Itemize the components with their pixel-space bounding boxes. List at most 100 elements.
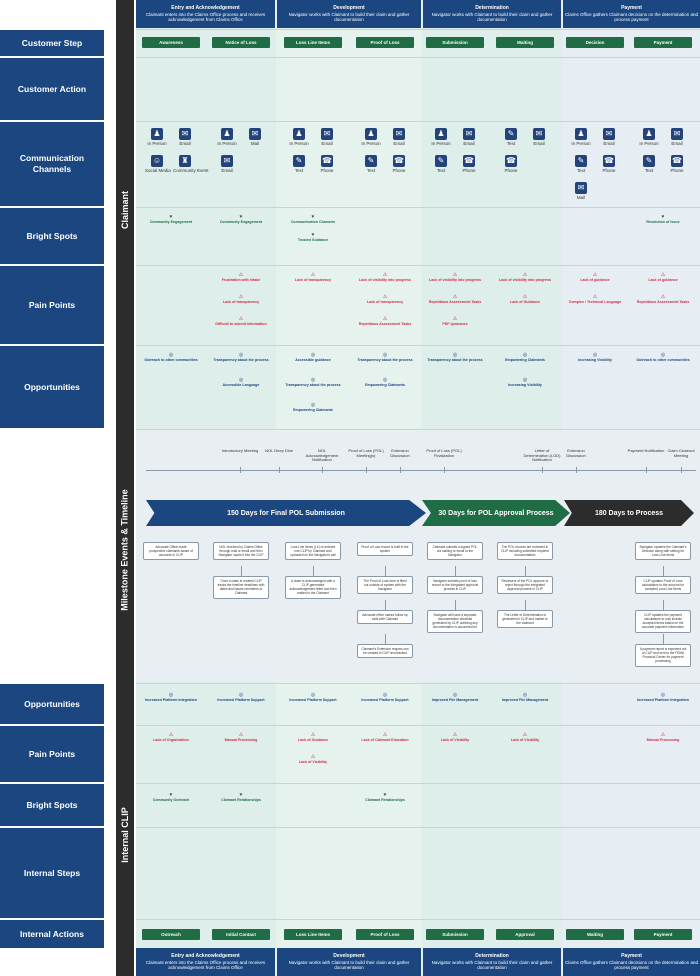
pain-item: ⚠Manual Processing [209,732,273,742]
social-media-channel: ☺Social Media [145,155,171,173]
pain-title: PDF ignorance [442,322,468,326]
text-icon: ✎ [293,155,305,167]
pain-point-icon: ⚠ [660,294,666,300]
channel-label: Email [179,141,191,146]
opp-title: Increased Platform Support [217,698,265,702]
process-step-box: The POL records are reviewed in CLIP inc… [497,542,553,561]
step-submission: Submission [426,37,484,48]
channel-label: Phone [392,168,406,173]
opp-item: ◎Increasing Visibility [563,352,627,362]
pain-point-icon: ⚠ [522,732,528,738]
pain-item: ⚠Lack of transparency [209,294,273,304]
channel-label: Social Media [145,168,171,173]
row-separator [136,725,700,726]
bright-title: Claimant Relationships [365,798,405,802]
opp-title: Increasing Visibility [508,383,542,387]
channel-label: Mail [576,195,586,200]
channel-label: Phone [602,168,616,173]
in-person-icon: ♟ [151,128,163,140]
opportunity-icon: ◎ [452,352,458,358]
channel-label: Text [576,168,586,173]
process-step-box: Proof of Loss record is built in the sys… [357,542,413,557]
pain-point-icon: ⚠ [238,732,244,738]
opportunity-icon: ◎ [522,352,528,358]
in-person-channel: ♟In Person [359,128,383,146]
step-proof-of-loss: Proof of Loss [356,37,414,48]
process-step-box: Once a claim is created CLIP tracks the … [213,576,269,599]
bright-spot-icon: ♥ [169,792,173,798]
step-decision: Decision [566,37,624,48]
channel-label: Email [533,141,545,146]
pain-item: ⚠Lack of visibility into progress [423,272,487,282]
opp-item: ◎Accessible Language [209,377,273,387]
email-icon: ✉ [321,128,333,140]
pain-item: ⚠Difficult to submit information [209,316,273,326]
channel-label: Text [366,168,376,173]
pain-item: ⚠Lack of Visibility [423,732,487,742]
bright-item: ♥Claimant Relationships [353,792,417,802]
opp-item: ◎Outreach to other communities [631,352,695,362]
email-icon: ✉ [671,128,683,140]
timeline-event-label: Proof of Loss (POL) Meeting(s) [348,448,384,458]
channel-label: Text [294,168,304,173]
opp-title: Improved File Management [501,698,549,702]
pain-item: ⚠Repetitious Assessment Tasks [423,294,487,304]
step-payment: Payment [634,37,692,48]
process-step-box: CLIP updates the payment calculations to… [635,610,691,633]
row-separator [136,345,700,346]
connector-line [385,634,386,644]
action-submission: Submission [426,929,484,940]
opp-item: ◎Improved File Management [493,692,557,702]
timeline-tick [400,467,401,473]
label-internal-steps: Internal Steps [0,828,104,918]
channel-label: In Person [289,141,309,146]
action-payment: Payment [634,929,692,940]
step-loss-line-items: Loss Line Items [284,37,342,48]
pain-title: Repetitious Assessment Tasks [636,300,690,304]
row-separator [136,919,700,920]
timeline-event-label: Extension Discussion [390,448,410,458]
bright-spot-icon: ♥ [311,214,315,220]
channel-label: Mail [250,141,260,146]
channel-label: Phone [504,168,518,173]
action-outreach: Outreach [142,929,200,940]
row-separator [136,783,700,784]
action-approval: Approval [496,929,554,940]
channel-label: Email [603,141,615,146]
pain-title: Frustration with Intake [221,278,261,282]
pain-item: ⚠Lack of Guidance [493,294,557,304]
bright-spot-icon: ♥ [239,214,243,220]
label-opportunities: Opportunities [0,346,104,428]
opp-item: ◎Transparency about the process [353,352,417,362]
opp-item: ◎Increased Platform Integration [139,692,203,702]
connector-line [525,600,526,610]
phone-icon: ☎ [393,155,405,167]
pain-point-icon: ⚠ [382,316,388,322]
bright-title: Resolution of Issue [646,220,680,224]
process-step-box: Navigator will have a separate documenta… [427,610,483,633]
phone-channel: ☎Phone [457,155,481,173]
pain-item: ⚠Manual Processing [631,732,695,742]
label-clip-bright-spots: Bright Spots [0,784,104,826]
pain-title: Lack of Claimant Education [361,738,409,742]
action-waiting: Waiting [566,929,624,940]
label-clip-opportunities: Opportunities [0,684,104,724]
opp-item: ◎Accessible guidance [281,352,345,362]
channel-label: In Person [147,141,167,146]
pain-point-icon: ⚠ [452,732,458,738]
pain-title: Lack of transparency [294,278,332,282]
process-step-box: Advocate Office made prospective claiman… [143,542,199,561]
in-person-channel: ♟In Person [287,128,311,146]
bright-item: ♥Community Engagement [139,214,203,224]
text-icon: ✎ [505,128,517,140]
pain-title: Lack of Guidance [510,300,540,304]
pain-title: Lack of guidance [648,278,678,282]
opportunity-icon: ◎ [382,377,388,383]
community-event-channel: ♜Community Event [173,155,209,173]
opp-item: ◎Increased Platform Support [209,692,273,702]
bright-spot-icon: ♥ [169,214,173,220]
in-person-icon: ♟ [365,128,377,140]
